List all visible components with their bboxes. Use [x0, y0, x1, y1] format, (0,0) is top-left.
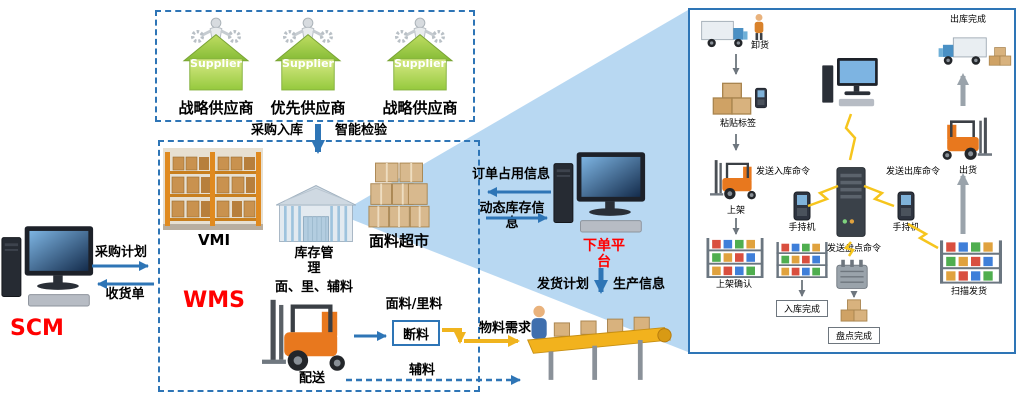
- ship-label: 出货: [958, 166, 977, 176]
- purchase-plan-label: 采购计划: [94, 245, 147, 260]
- supplier-label-2: 优先供应商: [270, 99, 346, 117]
- vmi-label: VMI: [197, 231, 231, 249]
- handheld-right-icon: [896, 190, 916, 222]
- cut-material-box: 断料: [392, 320, 440, 346]
- supplier-label-1: 战略供应商: [178, 99, 254, 117]
- count-boxes-icon: [840, 298, 868, 322]
- dynamic-inventory-label: 动态库存信息: [479, 201, 545, 231]
- send-outbound-label: 发送出库命令: [885, 167, 940, 177]
- shelve-confirm-label: 上架确认: [715, 280, 752, 290]
- purchase-inbound-label: 采购入库: [250, 123, 303, 138]
- shelve-label: 上架: [726, 206, 745, 216]
- auxiliary-label: 辅料: [408, 363, 435, 378]
- inventory-mgmt-label: 库存管理: [294, 246, 334, 276]
- unload-label: 卸货: [750, 41, 769, 51]
- outbound-boxes-icon: [988, 46, 1012, 66]
- server-icon: [836, 164, 866, 240]
- send-inbound-label: 发送入库命令: [755, 167, 810, 177]
- scan-ship-rack-icon: [940, 240, 1002, 284]
- unload-worker-icon: [752, 14, 766, 40]
- handheld-right-label: 手持机: [892, 223, 920, 233]
- handheld-left-label: 手持机: [788, 223, 816, 233]
- outbound-truck-icon: [936, 32, 988, 68]
- warehouse-icon: [276, 184, 356, 244]
- order-occupy-label: 订单占用信息: [471, 167, 550, 182]
- control-computer-icon: [822, 58, 878, 110]
- inbound-rack-icon: [776, 242, 828, 278]
- scan-ship-label: 扫描发货: [950, 287, 987, 297]
- fabric-market-boxes-icon: [368, 160, 430, 230]
- material-demand-label: 物料需求: [478, 321, 531, 336]
- unload-truck-icon: [700, 16, 750, 50]
- tag-label: 粘贴标签: [719, 119, 756, 129]
- fabric-lining-label: 面料/里料: [385, 297, 443, 312]
- supplier-house-icon-2: Supplier: [274, 14, 342, 94]
- shelve-confirm-rack-icon: [706, 238, 764, 278]
- delivery-label: 配送: [298, 371, 325, 386]
- supplier-label-3: 战略供应商: [382, 99, 458, 117]
- supplier-house-icon-1: Supplier: [182, 14, 250, 94]
- shelve-forklift-icon: [710, 154, 762, 204]
- send-count-label: 发送盘点命令: [826, 244, 881, 254]
- wms-title: WMS: [183, 288, 246, 313]
- supplier-house-text-3: Supplier: [394, 57, 446, 71]
- supplier-house-icon-3: Supplier: [386, 14, 454, 94]
- inbound-done-box: 入库完成: [776, 300, 828, 317]
- tagging-device-icon: [754, 86, 768, 110]
- supplier-house-text-1: Supplier: [190, 57, 242, 71]
- fabric-market-label: 面料超市: [368, 232, 429, 250]
- transformer-icon: [832, 258, 872, 292]
- handheld-left-icon: [792, 190, 812, 222]
- smart-inspection-label: 智能检验: [334, 123, 387, 138]
- outbound-forklift-icon: [936, 112, 992, 164]
- tagging-boxes-icon: [712, 80, 752, 116]
- platform-title: 下单平台: [583, 238, 625, 271]
- outbound-done-label: 出库完成: [949, 15, 986, 25]
- scm-title: SCM: [10, 316, 64, 341]
- scm-computer-icon: [0, 222, 95, 314]
- production-conveyor-icon: [522, 296, 674, 384]
- supplier-house-text-2: Supplier: [282, 57, 334, 71]
- receipt-label: 收货单: [105, 287, 145, 302]
- vmi-racks-icon: [163, 148, 263, 230]
- platform-computer-icon: [552, 148, 647, 240]
- materials-label: 面、里、辅料: [274, 280, 353, 295]
- ship-plan-label: 发货计划: [536, 277, 589, 292]
- production-info-label: 生产信息: [612, 277, 665, 292]
- count-done-box: 盘点完成: [828, 327, 880, 344]
- delivery-forklift-icon: [262, 294, 356, 374]
